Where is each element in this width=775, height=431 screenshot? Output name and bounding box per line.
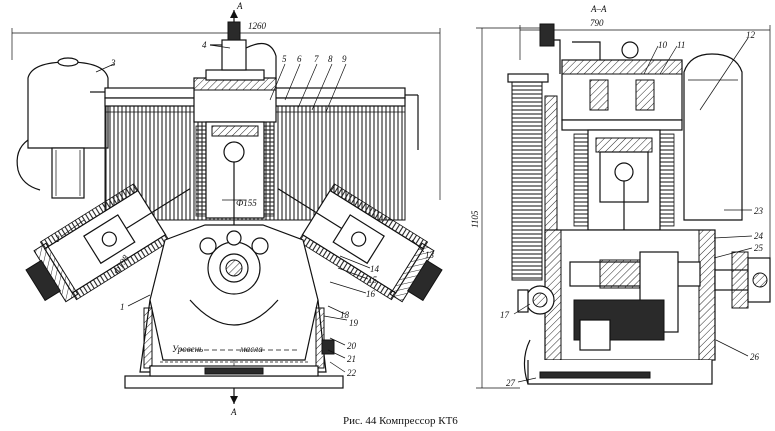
callout-20: 20	[347, 341, 357, 351]
lp-cylinder-right	[277, 183, 443, 303]
callout-5: 5	[282, 54, 287, 64]
leader-lines-front	[61, 44, 425, 373]
callout-27: 27	[506, 378, 516, 388]
base-frame	[124, 361, 344, 389]
crankcase	[149, 224, 319, 361]
callout-12: 12	[746, 30, 756, 40]
callout-22: 22	[347, 368, 357, 378]
section-mark-bottom: А	[230, 388, 238, 417]
callout-18: 18	[340, 310, 350, 320]
callout-19: 19	[349, 318, 359, 328]
callout-3: 3	[110, 58, 116, 68]
callout-25: 25	[754, 243, 764, 253]
air-filter	[16, 57, 109, 199]
dim-height: 1105	[470, 210, 480, 228]
section-air-filter	[683, 53, 743, 221]
section-head	[561, 41, 683, 131]
dim-hp-bore: Ф155	[236, 198, 257, 208]
callout-11: 11	[677, 40, 685, 50]
callout-24: 24	[754, 231, 764, 241]
front-view: 1260 А	[11, 1, 443, 417]
svg-text:А: А	[236, 1, 243, 11]
figure-caption: Рис. 44 Компрессор КТ6	[343, 415, 458, 427]
section-shaft	[714, 251, 771, 309]
section-sump	[523, 339, 713, 385]
callout-4: 4	[202, 40, 207, 50]
hp-cylinder-head	[193, 21, 277, 123]
callout-7: 7	[314, 54, 319, 64]
section-crankcase	[544, 229, 716, 361]
section-view: А–А 790 1105	[470, 4, 771, 389]
section-title: А–А	[590, 4, 607, 14]
oil-level-label-2: масла	[239, 344, 263, 354]
hp-cylinder: Ф155	[195, 121, 275, 240]
callout-13: 13	[425, 250, 435, 260]
svg-text:А: А	[230, 407, 237, 417]
callout-1: 1	[120, 302, 125, 312]
callout-16: 16	[366, 289, 376, 299]
section-oil-pump	[517, 285, 555, 315]
callout-9: 9	[342, 54, 347, 64]
callout-14: 14	[370, 264, 380, 274]
leader-lines-section	[513, 37, 753, 383]
callout-17: 17	[500, 310, 510, 320]
supports	[139, 299, 335, 373]
dim-width-left: 1260	[248, 21, 267, 31]
callout-2: 2	[55, 234, 60, 244]
callout-6: 6	[297, 54, 302, 64]
callout-8: 8	[328, 54, 333, 64]
callout-15: 15	[368, 275, 378, 285]
callout-26: 26	[750, 352, 760, 362]
callout-23: 23	[754, 206, 764, 216]
oil-level-label-1: Уровень	[172, 344, 203, 354]
callout-10: 10	[658, 40, 668, 50]
callout-21: 21	[347, 354, 356, 364]
lp-cylinder-left	[25, 183, 191, 303]
dim-width-right: 790	[590, 18, 604, 28]
